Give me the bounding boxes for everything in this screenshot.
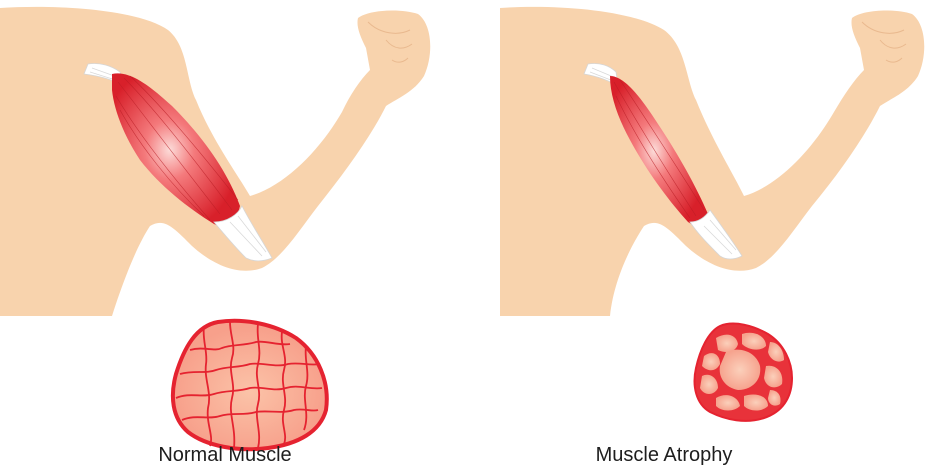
normal-muscle-panel: Normal Muscle	[0, 0, 465, 473]
normal-muscle-illustration	[0, 0, 465, 473]
atrophy-cross-section	[695, 324, 792, 421]
muscle-atrophy-illustration	[464, 0, 929, 473]
arm-silhouette	[500, 7, 924, 316]
normal-muscle-caption: Normal Muscle	[140, 443, 310, 467]
muscle-atrophy-caption: Muscle Atrophy	[574, 443, 754, 467]
muscle-atrophy-panel: Muscle Atrophy	[464, 0, 929, 473]
normal-cross-section	[173, 321, 327, 449]
